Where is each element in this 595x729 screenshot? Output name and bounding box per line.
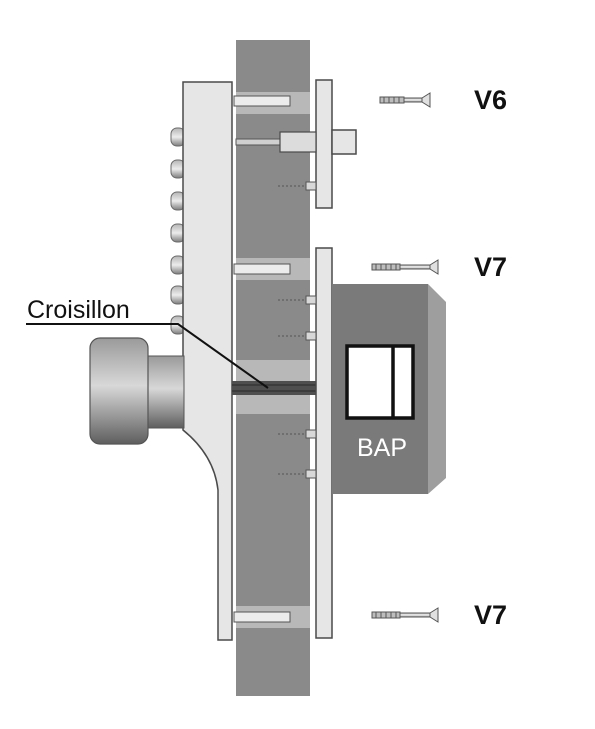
label-v7-bottom: V7 — [474, 600, 507, 630]
exterior-plate — [182, 81, 233, 641]
screw-v7 — [371, 607, 439, 623]
cross-piece — [232, 381, 316, 395]
knob-neck — [145, 355, 185, 429]
screw-v7 — [371, 259, 439, 275]
spindle — [235, 138, 281, 146]
small-screw — [278, 181, 317, 191]
croisillon-callout: Croisillon — [26, 296, 269, 389]
spindle-cap — [331, 129, 357, 155]
keypad-buttons — [170, 127, 186, 335]
small-screw — [278, 331, 317, 341]
spindle-block — [279, 131, 317, 153]
handle-knob — [89, 337, 185, 445]
label-v7-middle: V7 — [474, 252, 507, 282]
top-bracket — [235, 79, 357, 209]
bolt-slot — [233, 611, 291, 623]
interior-backplate — [315, 247, 333, 639]
small-screw — [278, 429, 317, 439]
bolt-slot — [233, 263, 291, 275]
bap-label: BAP — [357, 434, 407, 462]
small-screws — [278, 181, 317, 479]
leader-line — [26, 323, 269, 389]
bap-box-side — [428, 284, 446, 494]
label-v6: V6 — [474, 85, 507, 115]
small-screw — [278, 469, 317, 479]
knob-body — [89, 337, 149, 445]
bap-window — [345, 344, 415, 420]
bolt-slot — [233, 95, 291, 107]
small-screw — [278, 295, 317, 305]
bap-box: BAP — [332, 284, 446, 494]
label-croisillon: Croisillon — [27, 296, 130, 324]
screw-v6 — [379, 92, 431, 108]
